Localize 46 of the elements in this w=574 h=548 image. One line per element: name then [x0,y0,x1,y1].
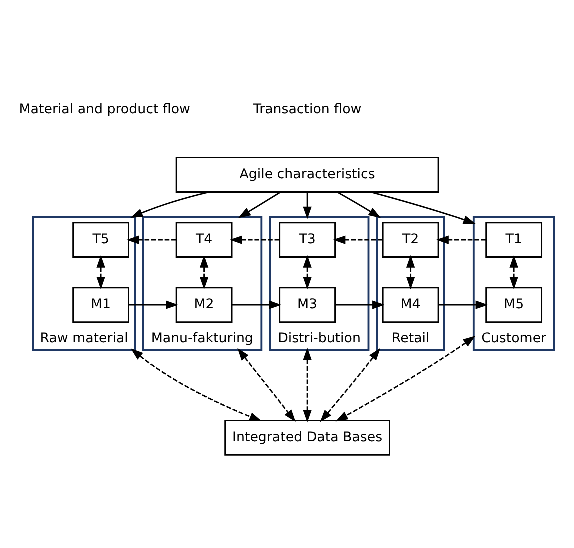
arrow [510,255,518,290]
arrow [200,255,209,290]
cluster [142,216,263,351]
node-box: T4 [176,222,233,258]
arrow [230,236,280,244]
node-box: M3 [279,287,336,323]
arrow [370,192,476,224]
arrow [96,255,106,290]
node-label: Retail [392,332,430,347]
node-label: Raw material [40,332,128,347]
node-label: Manu-fakturing [151,332,254,347]
legend-label: Transaction flow [253,102,362,118]
arrow [238,192,282,218]
node-box: M2 [176,287,233,323]
node-box: M5 [486,287,543,323]
cluster [32,216,136,351]
arrow [436,236,486,244]
arrow [337,192,382,218]
arrow [303,255,312,290]
cluster [376,216,446,351]
arrow [438,300,488,310]
arrow [333,236,383,244]
arrow [128,300,178,310]
arrow [336,336,476,422]
arrow [238,348,296,422]
arrow [232,300,282,310]
arrow [126,236,176,244]
node-box: T2 [382,222,440,258]
node-label: Customer [482,332,547,347]
node-box: T5 [72,222,130,258]
arrow [335,300,385,310]
arrow [303,192,312,220]
node-box: M4 [382,287,440,323]
node-box: T1 [486,222,543,258]
node-box: Agile characteristics [176,157,440,193]
node-box: M1 [72,287,130,323]
arrow [406,255,416,290]
node-box: Integrated Data Bases [224,420,390,456]
cluster [472,216,556,351]
node-label: Distri-bution [278,332,361,347]
arrow [303,348,312,423]
legend-label: Material and product flow [19,102,190,118]
arrow [130,348,262,422]
arrow [320,348,381,422]
arrow [130,192,210,218]
node-box: T3 [279,222,336,258]
